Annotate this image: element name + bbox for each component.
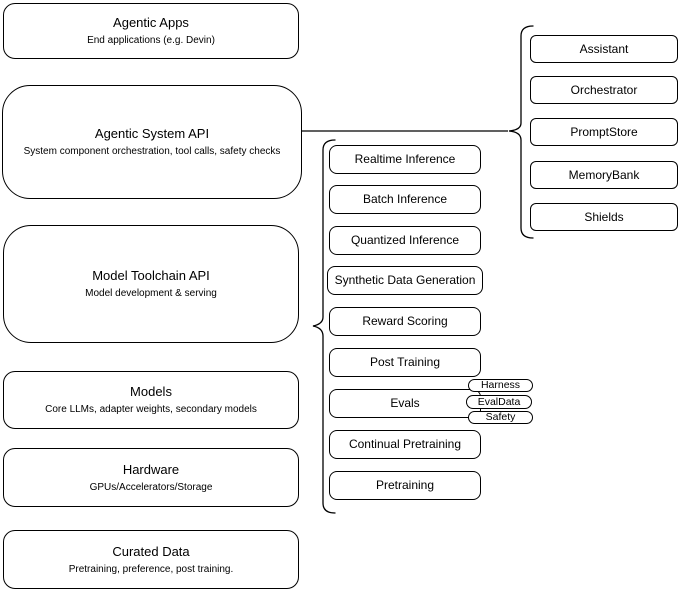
box-batch-inference: Batch Inference xyxy=(329,185,481,214)
box-assistant: Assistant xyxy=(530,35,678,63)
box-curated-data: Curated Data Pretraining, preference, po… xyxy=(3,530,299,589)
node-subtitle: Model development & serving xyxy=(85,288,217,299)
node-subtitle: Pretraining, preference, post training. xyxy=(68,563,234,575)
node-label: MemoryBank xyxy=(568,167,640,182)
node-label: Synthetic Data Generation xyxy=(334,273,476,287)
box-quantized-inference: Quantized Inference xyxy=(329,226,481,255)
box-agentic-system-api: Agentic System API System component orch… xyxy=(2,85,302,199)
box-hardware: Hardware GPUs/Accelerators/Storage xyxy=(3,448,299,507)
node-title: Curated Data xyxy=(112,543,190,559)
node-subtitle: System component orchestration, tool cal… xyxy=(23,146,281,157)
node-label: PromptStore xyxy=(570,124,638,139)
node-title: Agentic Apps xyxy=(113,15,189,30)
node-label: Harness xyxy=(480,379,521,391)
node-label: Evals xyxy=(390,396,420,410)
box-evals: Evals xyxy=(329,389,481,418)
box-continual-pretraining: Continual Pretraining xyxy=(329,430,481,459)
node-label: Batch Inference xyxy=(362,192,448,206)
node-subtitle: GPUs/Accelerators/Storage xyxy=(89,481,213,493)
node-label: Quantized Inference xyxy=(350,233,460,247)
node-label: Reward Scoring xyxy=(362,314,448,328)
box-realtime-inference: Realtime Inference xyxy=(329,145,481,174)
node-label: Pretraining xyxy=(375,478,435,492)
node-label: Realtime Inference xyxy=(354,152,456,166)
node-title: Agentic System API xyxy=(94,126,210,141)
box-reward-scoring: Reward Scoring xyxy=(329,307,481,336)
box-model-toolchain-api: Model Toolchain API Model development & … xyxy=(3,225,299,343)
node-subtitle: End applications (e.g. Devin) xyxy=(87,35,215,46)
box-orchestrator: Orchestrator xyxy=(530,76,678,104)
box-shields: Shields xyxy=(530,203,678,231)
box-agentic-apps: Agentic Apps End applications (e.g. Devi… xyxy=(3,3,299,59)
node-title: Model Toolchain API xyxy=(92,268,210,283)
node-label: Assistant xyxy=(579,41,629,56)
box-models: Models Core LLMs, adapter weights, secon… xyxy=(3,371,299,429)
pill-evaldata: EvalData xyxy=(466,395,532,409)
node-subtitle: Core LLMs, adapter weights, secondary mo… xyxy=(45,404,257,415)
node-title: Hardware xyxy=(122,461,180,477)
box-memorybank: MemoryBank xyxy=(530,161,678,189)
node-label: Orchestrator xyxy=(570,82,638,97)
box-post-training: Post Training xyxy=(329,348,481,377)
node-title: Models xyxy=(130,384,172,399)
pill-harness: Harness xyxy=(468,379,533,392)
node-label: Continual Pretraining xyxy=(348,437,462,451)
box-pretraining: Pretraining xyxy=(329,471,481,500)
node-label: Safety xyxy=(485,411,516,423)
node-label: EvalData xyxy=(477,395,521,408)
pill-safety: Safety xyxy=(468,411,533,424)
node-label: Post Training xyxy=(369,355,441,369)
node-label: Shields xyxy=(584,209,624,224)
box-promptstore: PromptStore xyxy=(530,118,678,146)
box-synthetic-data-generation: Synthetic Data Generation xyxy=(327,266,483,295)
